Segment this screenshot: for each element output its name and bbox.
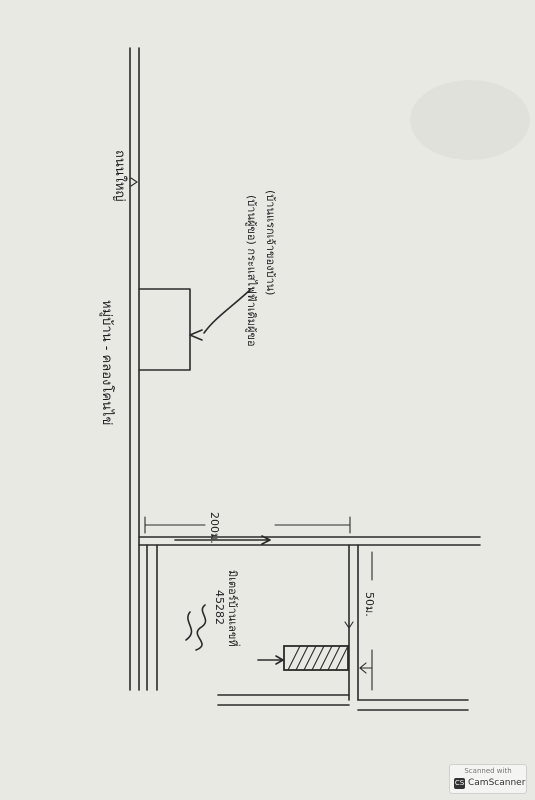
power-scribble-icon-2 <box>185 611 193 641</box>
bottom-lanes <box>217 694 469 711</box>
main-road <box>129 47 140 691</box>
distance-50-marker <box>359 551 373 691</box>
label-house-note-line2: (บ้านแรกเจ้าของบ้าน) <box>264 190 277 295</box>
label-road-mid: หมู่บ้าน - คลองโคนไข่ <box>99 300 115 425</box>
label-road-top: ถนนใหญ่ <box>112 150 128 202</box>
side-road-arrow <box>174 535 271 545</box>
label-meter: มิเตอร์บ้านเลขที่ <box>226 570 241 647</box>
label-distance-200: 200ม. <box>208 512 221 544</box>
distance-200-marker <box>144 516 351 534</box>
watermark-brand: CamScanner <box>468 778 526 788</box>
label-meter-number: 45282 <box>213 590 226 625</box>
note-arrow <box>203 289 251 334</box>
house-box <box>138 288 203 371</box>
label-house-note: (บ้านผู้ขอ) กระแสไฟฟ้าเดิมผู้ขอ <box>245 195 258 347</box>
paper-shade <box>410 80 530 160</box>
label-distance-50: 50ม. <box>363 592 376 617</box>
camscanner-logo-icon: CS <box>454 778 465 789</box>
meter-box <box>283 645 349 671</box>
inner-lane <box>344 544 359 701</box>
side-road <box>138 536 481 691</box>
camscanner-watermark: Scanned with CS CamScanner <box>449 764 527 794</box>
power-scribble-icon <box>195 604 207 651</box>
meter-arrow <box>257 655 284 665</box>
watermark-top-text: Scanned with <box>464 767 512 775</box>
